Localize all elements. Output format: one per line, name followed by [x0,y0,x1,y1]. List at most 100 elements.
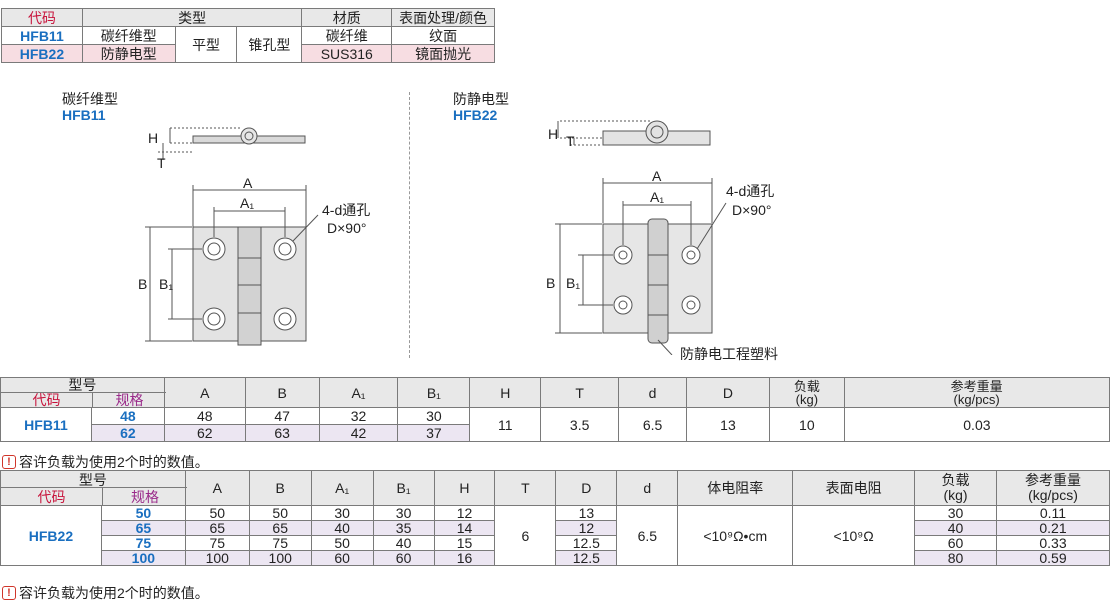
header-22-weight-label: 参考重量 [1024,472,1081,488]
hfb11-load: 10 [768,407,845,442]
header-B1: B₁ [397,377,471,408]
header-22-load-unit: (kg) [943,487,968,503]
spec-table-hfb11: 型号 代码 规格 A B A₁ B₁ H T d D 负载(kg) 参考重量(k… [0,377,1110,442]
hfb11-B-48: 47 [244,407,320,425]
header-B: B [244,377,320,408]
hfb22-H-100: 16 [433,550,496,566]
dim-B1-left: B₁ [159,276,174,292]
dim-A-right: A [652,168,662,184]
header-A: A [163,377,246,408]
header-22-load-label: 负载 [941,472,970,488]
header-22-D: D [555,470,618,506]
hfb11-B1-48: 30 [397,407,471,425]
hfb22-B1-65: 35 [372,520,435,536]
header-load-unit: (kg) [795,391,819,407]
hfb11-D: 13 [686,407,770,442]
header-model-22: 型号 代码 规格 [0,470,187,506]
hfb22-volume: <10⁹Ω•cm [677,505,794,566]
hfb22-H-65: 14 [433,520,496,536]
header-material: 材质 [301,8,393,27]
hfb22-weight-100: 0.59 [995,550,1110,566]
header-22-surface: 表面电阻 [792,470,916,506]
header-weight-unit: (kg/pcs) [953,391,1000,407]
hfb22-A-75: 75 [184,535,250,551]
hfb22-spec-100: 100 [100,550,186,566]
type-table: 代码 类型 材质 表面处理/颜色 HFB11 碳纤维型 平型 锥孔型 碳纤维 纹… [1,8,495,63]
dim-A1-left: A₁ [240,195,255,211]
hfb11-A-48: 48 [163,407,246,425]
hfb11-A1-48: 32 [318,407,399,425]
header-code-22-label: 代码 [1,487,102,505]
dim-T-left: T [157,155,166,171]
load-note-2: ! 容许负载为使用2个时的数值。 [2,583,209,603]
hfb22-D-50: 13 [555,505,618,521]
header-22-A: A [184,470,250,506]
dim-B-left: B [138,276,148,292]
hfb11-spec-62: 62 [90,424,165,442]
hole-note-left-1: 4-d通孔 [322,202,371,218]
header-22-B1: B₁ [372,470,435,506]
header-model-label: 型号 [68,377,97,394]
hinge-drawing-hfb11 [145,127,319,346]
header-surface: 表面处理/颜色 [391,8,495,27]
dim-H-right: H [548,126,559,142]
right-drawing-code: HFB22 [453,107,498,123]
hfb22-weight-65: 0.21 [995,520,1110,536]
hfb22-D-100: 12.5 [555,550,618,566]
plastic-note: 防静电工程塑料 [680,346,778,362]
hfb22-spec-75: 75 [100,535,186,551]
dim-A1-right: A₁ [650,189,665,205]
hfb22-A1-75: 50 [310,535,374,551]
hfb11-A-62: 62 [163,424,246,442]
hinge-drawing-hfb22 [555,120,727,355]
kind-hfb22: 防静电型 [81,44,176,63]
surface-hfb11: 纹面 [391,26,495,45]
hfb22-A-50: 50 [184,505,250,521]
hfb11-B-62: 63 [244,424,320,442]
hfb22-weight-50: 0.11 [995,505,1110,521]
hfb22-spec-50: 50 [100,505,186,521]
header-code-label: 代码 [1,391,92,408]
header-22-load: 负载(kg) [914,470,997,506]
hfb22-code: HFB22 [0,505,102,566]
drawing-divider [409,92,410,358]
hfb22-A-65: 65 [184,520,250,536]
material-hfb22: SUS316 [301,44,393,63]
header-A1: A₁ [318,377,399,408]
hfb22-B1-75: 40 [372,535,435,551]
header-code: 代码 [1,8,83,27]
header-model-22-label: 型号 [78,471,107,488]
code-hfb11: HFB11 [1,26,83,45]
hfb22-B1-50: 30 [372,505,435,521]
hole-note-left-2: D×90° [327,220,367,236]
hfb11-weight: 0.03 [843,407,1110,442]
hfb22-B-75: 75 [248,535,312,551]
dim-B-right: B [546,275,556,291]
left-drawing-code: HFB11 [62,107,106,123]
hfb22-D-65: 12 [555,520,618,536]
header-D: D [686,377,770,408]
header-22-A1: A₁ [310,470,374,506]
hfb22-load-65: 40 [914,520,997,536]
header-T: T [540,377,620,408]
header-d: d [618,377,688,408]
hfb11-B1-62: 37 [397,424,471,442]
hfb22-A1-65: 40 [310,520,374,536]
hole-note-right-2: D×90° [732,202,772,218]
hfb11-T: 3.5 [540,407,620,442]
hfb22-H-50: 12 [433,505,496,521]
header-H: H [469,377,542,408]
hfb22-B1-100: 60 [372,550,435,566]
hfb22-load-100: 80 [914,550,997,566]
dim-B1-right: B₁ [566,275,581,291]
hfb11-d: 6.5 [618,407,688,442]
type-cone: 锥孔型 [236,26,303,63]
header-blank [1109,377,1110,408]
hfb22-load-75: 60 [914,535,997,551]
right-drawing-title: 防静电型 [453,91,509,107]
hfb22-weight-75: 0.33 [995,535,1110,551]
hfb22-H-75: 15 [433,535,496,551]
hfb22-spec-65: 65 [100,520,186,536]
hfb22-B-100: 100 [248,550,312,566]
header-weight: 参考重量(kg/pcs) [843,377,1110,408]
